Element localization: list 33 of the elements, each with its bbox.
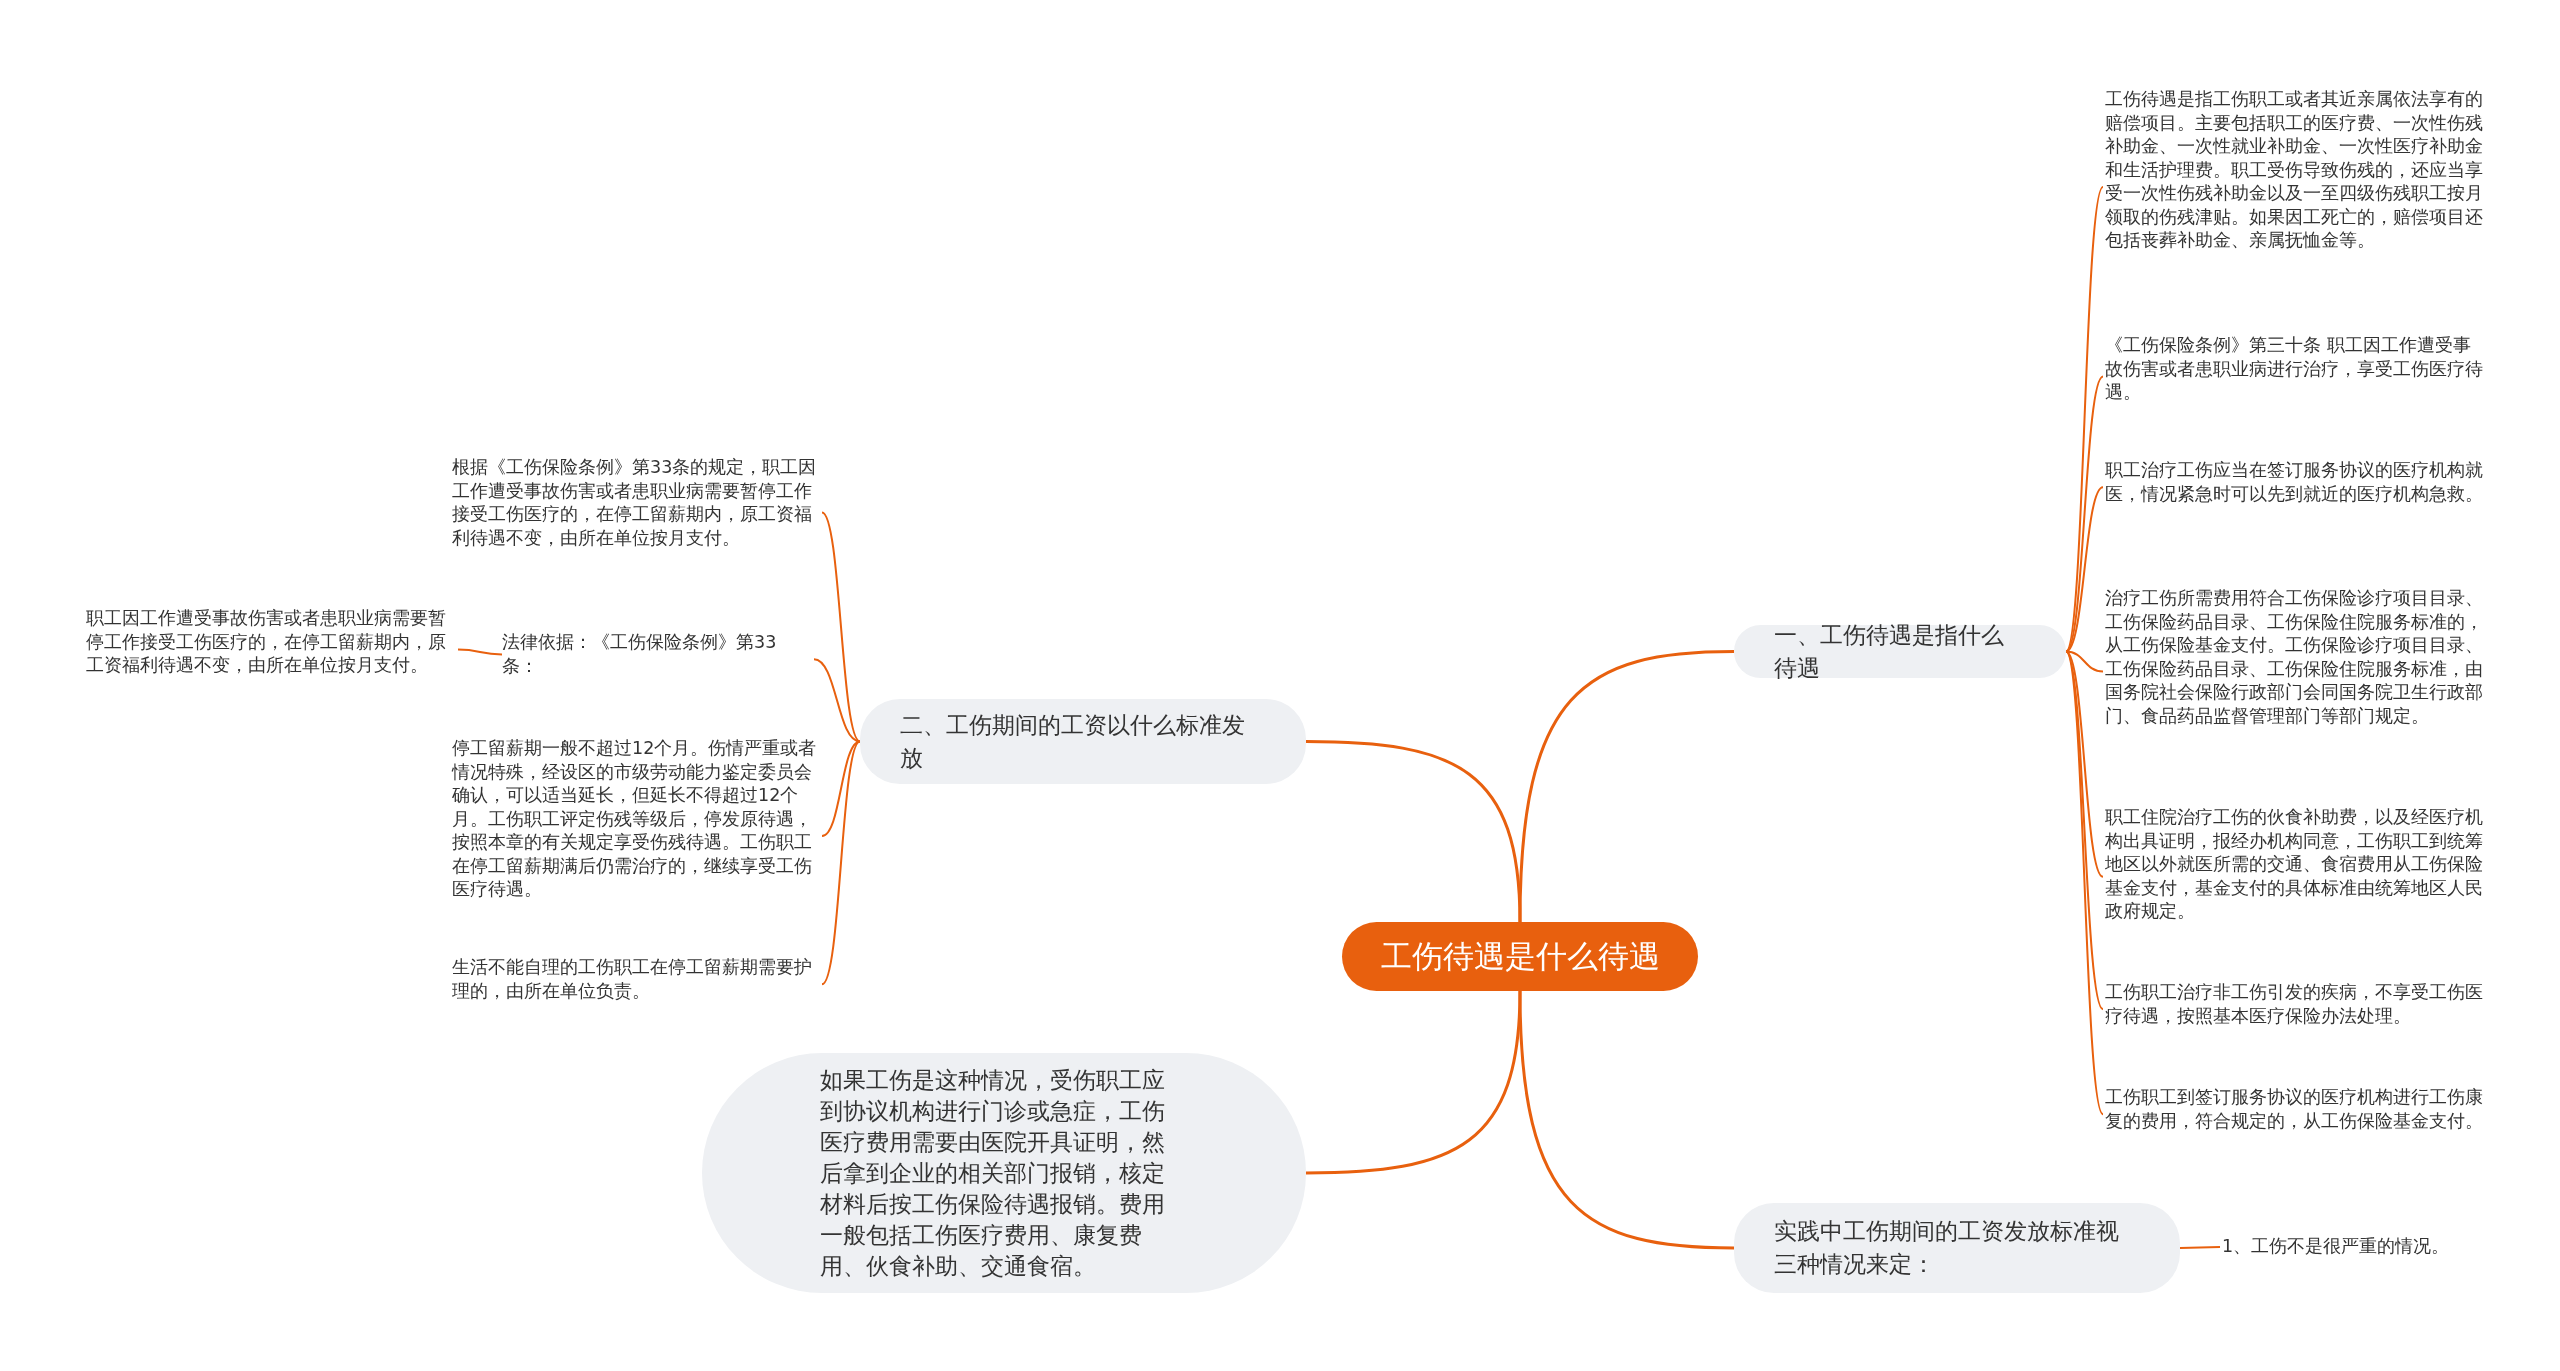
note-text: 1、工伤不是很严重的情况。 [2222, 1235, 2472, 1259]
note-text: 职工住院治疗工伤的伙食补助费，以及经医疗机构出具证明，报经办机构同意，工伤职工到统筹地区以外就医所需的交通、食宿费用从工伤保险基金支付，基金支付的具体标准由统筹地区人民政府规定。 [2105, 806, 2483, 924]
note-text: 法律依据：《工伤保险条例》第33条： [502, 631, 812, 678]
connector-line [457, 648, 503, 656]
note-text: 根据《工伤保险条例》第33条的规定，职工因工作遭受事故伤害或者患职业病需要暂停工作接受工伤医疗的，在停工留薪期内，原工资福利待遇不变，由所在单位按月支付。 [452, 456, 820, 550]
note-text: 工伤待遇是指工伤职工或者其近亲属依法享有的赔偿项目。主要包括职工的医疗费、一次性伤残补助金、一次性就业补助金、一次性医疗补助金和生活护理费。职工受伤导致伤残的，还应当享受一次性伤残补助金以及一至四级伤残职工按月领取的伤残津贴。如果因工死亡的，赔偿项目还包括丧葬补助金、亲属抚恤金等。 [2105, 88, 2483, 253]
connector-line [821, 740, 861, 837]
central-topic: 工伤待遇是什么待遇 [1342, 922, 1698, 991]
note-text: 工伤职工治疗非工伤引发的疾病，不享受工伤医疗待遇，按照基本医疗保险办法处理。 [2105, 981, 2483, 1028]
note-text: 治疗工伤所需费用符合工伤保险诊疗项目目录、工伤保险药品目录、工伤保险住院服务标准的，从工伤保险基金支付。工伤保险诊疗项目目录、工伤保险药品目录、工伤保险住院服务标准，由国务院社会保险行政部门会同国务院卫生行政部门、食品药品监督管理部门等部门规定。 [2105, 587, 2483, 728]
connector-line [1305, 740, 1522, 923]
note-text: 《工伤保险条例》第三十条 职工因工作遭受事故伤害或者患职业病进行治疗，享受工伤医疗待遇。 [2105, 334, 2483, 405]
note-text: 生活不能自理的工伤职工在停工留薪期需要护理的，由所在单位负责。 [452, 956, 820, 1003]
connector-line [2065, 650, 2104, 878]
topic-box: 一、工伤待遇是指什么待遇 [1734, 625, 2066, 678]
connector-line [2065, 375, 2104, 653]
connector-line [821, 511, 861, 743]
connector-line [2065, 650, 2104, 1116]
note-text: 停工留薪期一般不超过12个月。伤情严重或者情况特殊，经设区的市级劳动能力鉴定委员会确认，可以适当延长，但延长不得超过12个月。工伤职工评定伤残等级后，停发原待遇，按照本章的有关规定享受伤残待遇。工伤职工在停工留薪期满后仍需治疗的，继续享受工伤医疗待遇。 [452, 737, 820, 902]
connector-line [1305, 990, 1522, 1175]
topic-box: 二、工伤期间的工资以什么标准发放 [860, 699, 1306, 784]
topic-bubble: 如果工伤是这种情况，受伤职工应到协议机构进行门诊或急症，工伤医疗费用需要由医院开具证明，然后拿到企业的相关部门报销，核定材料后按工伤保险待遇报销。费用一般包括工伤医疗费用、康复费用、伙食补助、交通食宿。 [702, 1053, 1306, 1293]
note-text: 工伤职工到签订服务协议的医疗机构进行工伤康复的费用，符合规定的，从工伤保险基金支付。 [2105, 1086, 2483, 1133]
note-text: 职工治疗工伤应当在签订服务协议的医疗机构就医，情况紧急时可以先到就近的医疗机构急救。 [2105, 459, 2483, 506]
connector-line [821, 740, 861, 986]
connector-line [2179, 1246, 2221, 1249]
connector-line [2065, 486, 2104, 653]
connector-line [813, 658, 861, 743]
note-text: 职工因工作遭受事故伤害或者患职业病需要暂停工作接受工伤医疗的，在停工留薪期内，原工资福利待遇不变，由所在单位按月支付。 [86, 607, 456, 678]
connector-line [1518, 990, 1735, 1250]
connector-line [1518, 650, 1735, 923]
connector-line [2065, 650, 2104, 673]
topic-box: 实践中工伤期间的工资发放标准视三种情况来定： [1734, 1203, 2180, 1293]
